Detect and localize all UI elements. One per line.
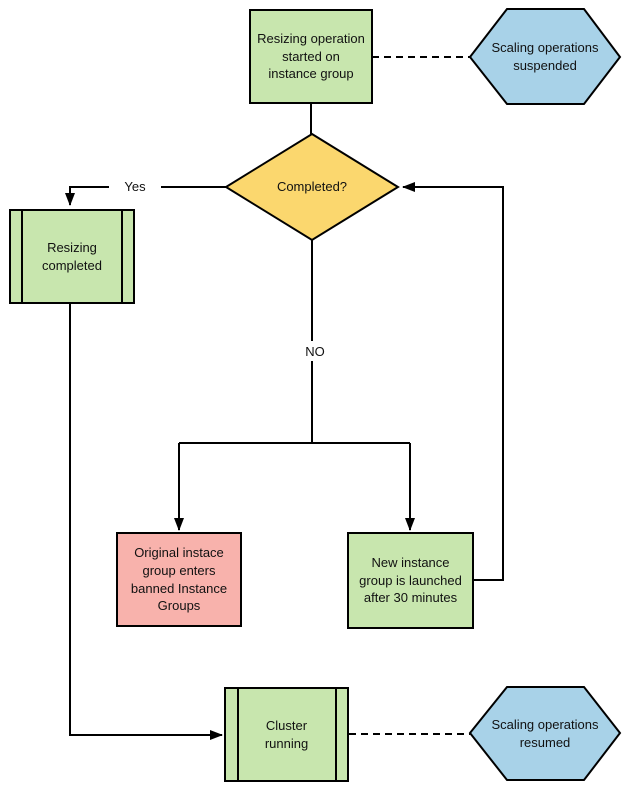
completed-decision-shape (224, 132, 400, 242)
cluster-running-node-shape (224, 687, 349, 782)
scaling-suspended-hexagon-shape (468, 8, 622, 105)
banned-group-node-shape (116, 532, 242, 627)
start-node-shape (249, 9, 373, 104)
resizing-completed-node-shape (9, 209, 135, 304)
edge-decision-yes (65, 186, 226, 206)
new-group-node-shape (347, 532, 474, 629)
scaling-resumed-hexagon-shape (468, 686, 622, 781)
edge-new-group-to-decision (402, 182, 504, 581)
edge-resizing-to-cluster (69, 303, 223, 740)
